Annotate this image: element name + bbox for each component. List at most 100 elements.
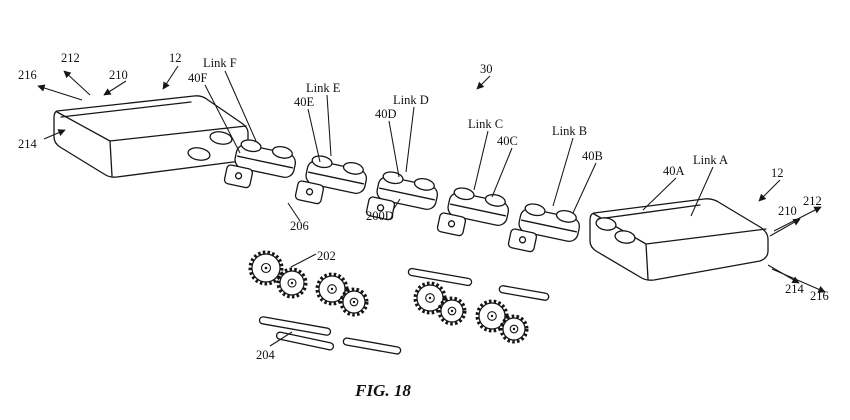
leader-lines [37,65,826,347]
ref-label-40e: 40E [294,95,315,109]
ref-label-210-left: 210 [109,68,128,82]
exploded-view-art [53,95,769,355]
leader-40e [307,108,321,163]
link-boss [342,161,364,175]
gear [315,272,349,306]
link-detail-line [449,203,507,217]
leader-40c [491,147,513,198]
reference-labels: 216 212 210 214 12 Link F 40F Link E 40E… [18,51,829,362]
gear-teeth [437,296,467,326]
link-d [365,171,439,221]
gear-teeth [413,281,447,315]
arrow-216-right [771,268,826,293]
link-boss [271,145,293,159]
leader-40b [572,162,597,214]
segment-chamfer-line [597,204,701,220]
segment-vertical-edge [645,243,649,280]
leader-40f [204,84,241,154]
ref-label-40c: 40C [497,134,518,148]
leader-200d [392,198,401,211]
leader-link-e [326,94,332,157]
gear [276,267,308,299]
leader-40a [642,177,677,211]
gear-center [428,296,432,300]
ref-label-link-f: Link F [203,56,237,70]
figure-caption: FIG. 18 [354,381,411,400]
link-bracket [365,196,396,221]
link-bracket [294,180,325,205]
ref-label-40f: 40F [188,71,208,85]
gear-teeth [248,250,284,286]
pin [407,267,473,287]
ref-label-214-right: 214 [785,282,805,296]
link-c [436,187,510,237]
arrow-30 [476,75,491,90]
ref-label-40b: 40B [582,149,603,163]
arrow-12-left [162,65,179,90]
arrow-216-left [37,84,83,101]
link-detail-line [307,171,365,185]
pin [498,285,550,301]
link-boss [240,139,262,153]
ref-label-30: 30 [480,62,493,76]
leader-link-b [552,137,574,207]
pins-group [258,267,550,355]
gear-teeth [315,272,349,306]
link-boss [484,193,506,207]
link-boss [524,203,546,217]
ref-label-12-right: 12 [771,166,784,180]
gear-center [450,309,454,313]
link-boss [555,209,577,223]
ref-label-216-left: 216 [18,68,37,82]
link-detail-line [378,187,436,201]
link-boss [453,187,475,201]
band-segment-right [589,198,769,281]
leader-link-f [224,70,257,142]
leader-206 [287,202,301,222]
gear [248,250,284,286]
gear-teeth [475,299,509,333]
link-e [294,155,368,205]
arrow-210-left [103,80,127,96]
ref-label-40a: 40A [663,164,685,178]
ref-label-212-right: 212 [803,194,822,208]
gear [499,314,529,344]
gear-center [512,327,516,331]
gear-center [490,314,494,318]
ref-label-link-c: Link C [468,117,503,131]
arrow-212-left [63,70,91,96]
gear-center [330,287,334,291]
pin [342,337,402,355]
ref-label-12-left: 12 [169,51,182,65]
bracket-hole [376,204,385,212]
bracket-hole [447,220,456,228]
segment-lug-end [209,131,233,145]
leader-link-c [473,130,489,191]
arrow-214-left [43,129,66,140]
ref-label-link-e: Link E [306,81,341,95]
arrow-212-right [773,206,822,232]
gear-teeth [276,267,308,299]
link-detail-line [520,219,578,233]
gear [339,287,369,317]
link-bracket [507,228,538,253]
bracket-hole [234,172,243,180]
arrow-210-right [769,218,801,237]
leader-204 [269,331,293,347]
leader-202 [290,253,317,268]
ref-label-200d: 200D [366,209,394,223]
gear-teeth [339,287,369,317]
leader-40d [388,120,400,178]
ref-label-link-b: Link B [552,124,587,138]
gears-group [248,250,529,344]
segment-lug-end [614,230,636,244]
gear-center [352,300,356,304]
segment-chamfer-line [60,101,192,118]
ref-label-212-left: 212 [61,51,80,65]
segment-lug-end [187,147,211,161]
link-boss [311,155,333,169]
bracket-hole [305,188,314,196]
segment-vertical-edge [109,140,113,177]
